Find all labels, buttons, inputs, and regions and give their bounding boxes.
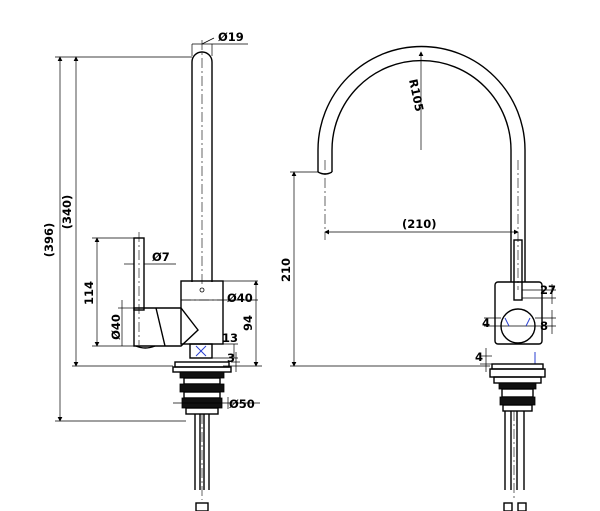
dim-total-height: (396) — [42, 223, 56, 258]
dim-handle-gap: 8 — [540, 319, 548, 333]
front-body — [494, 281, 543, 345]
dim-aerator-offset: 13 — [222, 331, 238, 345]
dim-base-diameter: Ø50 — [229, 397, 255, 411]
front-spout — [317, 45, 526, 282]
dim-handle-height: 114 — [82, 281, 96, 305]
dim-handle-offset: 4 — [482, 316, 490, 330]
dim-body-height: 94 — [241, 315, 255, 331]
dim-spout-height: (340) — [60, 195, 74, 230]
dim-body-width: 27 — [540, 283, 556, 297]
spout-tube — [191, 51, 213, 282]
side-view: Ø19 (396) (340) 114 Ø7 Ø40 Ø40 94 — [42, 30, 262, 511]
dim-body-diameter: Ø40 — [227, 291, 253, 305]
dim-flange-height: 3 — [227, 351, 235, 365]
dim-lever-diameter: Ø7 — [152, 250, 170, 264]
dim-reach: (210) — [402, 217, 437, 231]
dim-arc-radius: R105 — [406, 78, 427, 113]
dim-outlet-height: 210 — [279, 258, 293, 282]
dim-flange-offset: 4 — [475, 350, 483, 364]
dim-spout-diameter: Ø19 — [218, 30, 244, 44]
side-handle — [133, 307, 199, 347]
front-view: R105 (210) 210 — [279, 45, 556, 511]
side-body — [180, 280, 224, 345]
dim-handle-diameter: Ø40 — [109, 314, 123, 340]
